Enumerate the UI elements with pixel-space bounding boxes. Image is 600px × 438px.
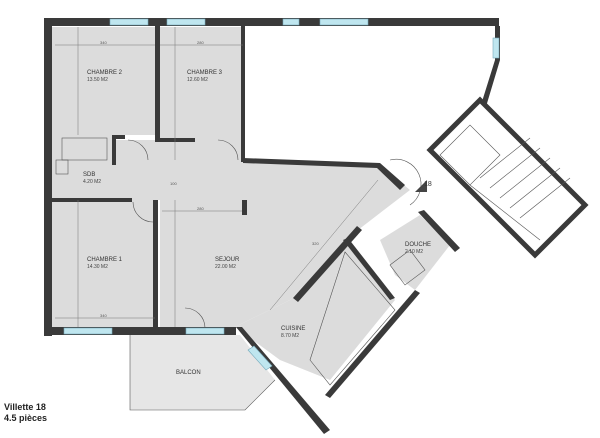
room-name: CUISINE: [281, 326, 305, 332]
wall-douche-top: [418, 210, 460, 252]
room-area: 2.10 M2: [405, 249, 423, 255]
dimension-label: 280: [197, 40, 204, 45]
dimension-label: 280: [197, 206, 204, 211]
floor-douche: [380, 215, 450, 290]
window: [492, 37, 500, 59]
door: [217, 139, 239, 161]
floor-balcon: [130, 335, 275, 410]
door: [127, 139, 149, 161]
room-name: CHAMBRE 3: [187, 70, 223, 76]
floor-sdb: [52, 135, 115, 200]
room-area: 4.20 M2: [83, 179, 101, 185]
room-area: 14.30 M2: [87, 264, 108, 270]
entrance-triangle-icon: [415, 180, 427, 192]
floor-sejour: [160, 160, 410, 327]
room-area: 22.00 M2: [215, 264, 236, 270]
dimension-label: 340: [100, 313, 107, 318]
plan-subtitle: 4.5 pièces: [4, 413, 48, 423]
room-name: DOUCHE: [405, 242, 431, 248]
window: [282, 18, 300, 26]
dimension-label: 320: [312, 241, 319, 246]
wall-bottom: [44, 327, 236, 335]
window: [166, 18, 206, 26]
dimension-label: 100: [170, 181, 177, 186]
room-name: SDB: [83, 172, 95, 178]
window: [109, 18, 149, 26]
floor-corridor: [115, 140, 160, 200]
staircase: [426, 96, 589, 259]
door: [132, 201, 154, 223]
wall-ch1-right: [153, 200, 158, 328]
plan-title: Villette 18: [4, 402, 46, 412]
wall-kitchen-inner: [343, 238, 395, 300]
entrance-number: 18: [424, 181, 432, 188]
balcony-railing: [129, 335, 276, 411]
room-name: CHAMBRE 2: [87, 70, 123, 76]
floor-cuisine: [235, 240, 395, 380]
window: [185, 327, 225, 335]
room-name: BALCON: [176, 370, 201, 376]
window: [247, 345, 273, 371]
room-area: 13.50 M2: [87, 77, 108, 83]
wall-kitchen-right: [325, 290, 420, 398]
wall-top: [44, 18, 499, 26]
window: [319, 18, 369, 26]
floor-chambre-3: [160, 27, 243, 160]
wall-left: [44, 18, 52, 336]
room-area: 8.70 M2: [281, 333, 299, 339]
wall-sdb-right: [112, 135, 116, 165]
wall-stub: [242, 200, 247, 215]
wall-ch3-right: [241, 26, 245, 162]
dimension-line: [269, 179, 379, 311]
wall-cuisine-diag: [293, 226, 362, 302]
dimension-label: 340: [100, 40, 107, 45]
window: [63, 327, 113, 335]
wall-ch2-ch3: [155, 26, 160, 141]
wall-sdb-bottom: [52, 198, 132, 202]
wall-ch2-bottom: [113, 135, 125, 139]
kitchen-counter: [309, 251, 396, 386]
room-name: CHAMBRE 1: [87, 257, 123, 263]
room-area: 12.60 M2: [187, 77, 208, 83]
wall-sejour-top: [243, 158, 405, 190]
sink: [55, 159, 69, 175]
entrance-door: [389, 159, 422, 206]
room-name: SEJOUR: [215, 257, 240, 263]
shower-tray: [389, 249, 426, 286]
bathtub: [61, 137, 108, 161]
door: [184, 307, 206, 329]
